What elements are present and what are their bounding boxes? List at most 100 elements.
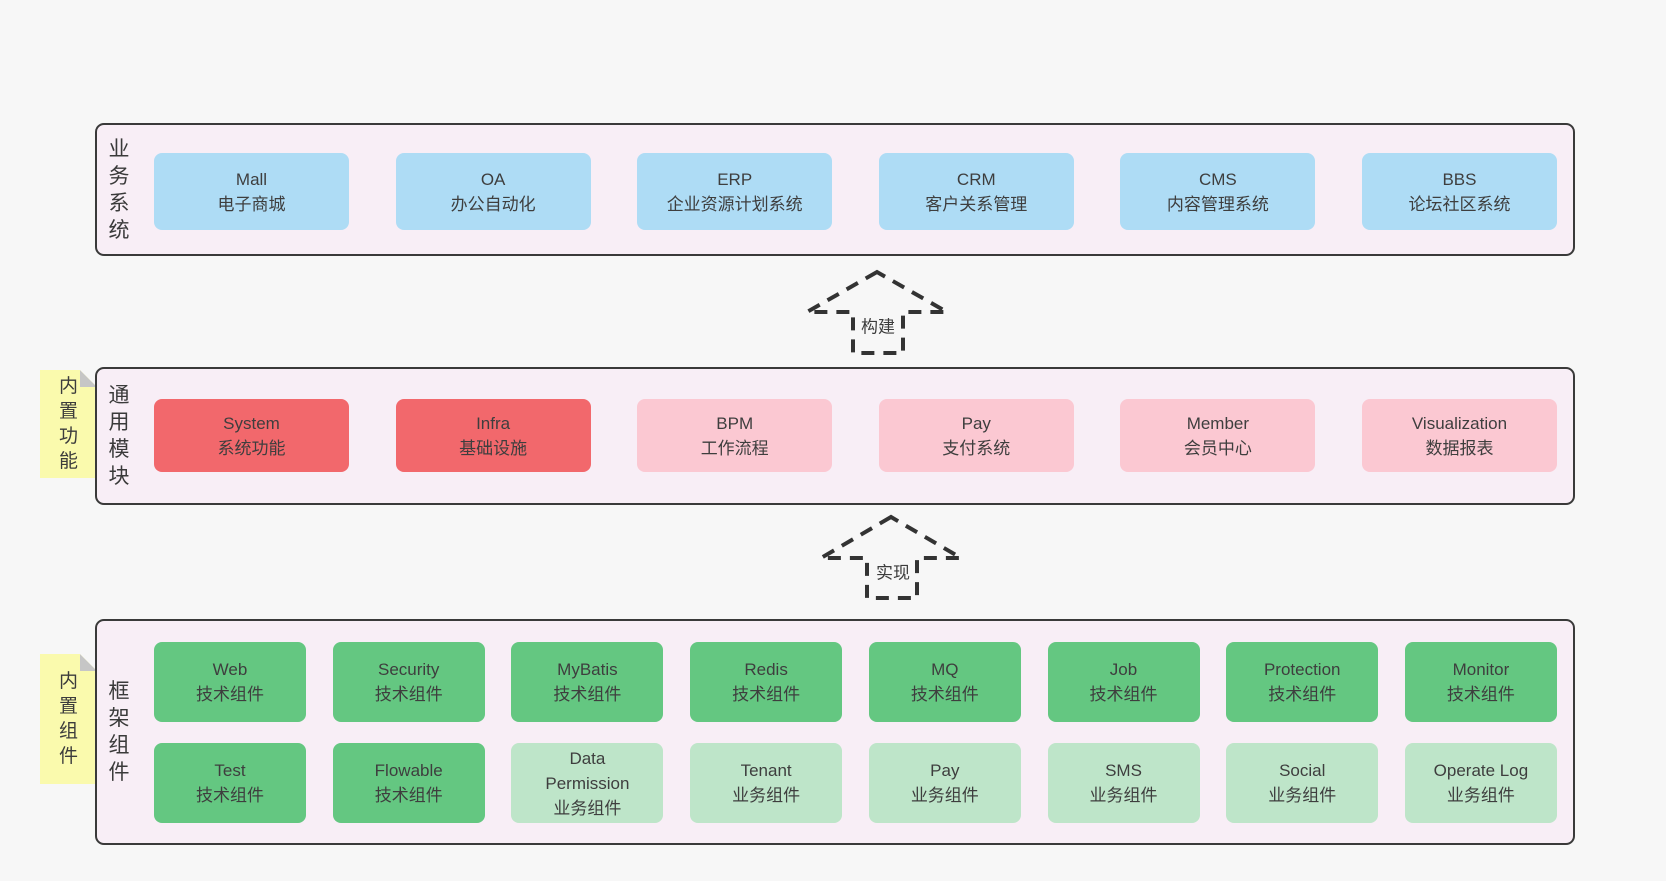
box-flowable: Flowable 技术组件: [332, 743, 485, 823]
box-title: Data Permission: [545, 748, 630, 793]
box-subtitle: 技术组件: [196, 685, 264, 704]
box-bbs: BBS 论坛社区系统: [1361, 153, 1557, 230]
box-oa: OA 办公自动化: [395, 153, 591, 230]
box-subtitle: 技术组件: [196, 786, 264, 805]
box-title: CRM: [956, 169, 996, 189]
box-subtitle: 内容管理系统: [1166, 194, 1269, 214]
box-title: CMS: [1198, 169, 1237, 189]
box-subtitle: 技术组件: [1268, 685, 1337, 704]
box-title: BBS: [1442, 169, 1477, 189]
implement-arrow: 实现: [805, 503, 980, 608]
business-box-row: Mall 电子商城 OA 办公自动化 ERP 企业资源计划系统 CRM 客户关系…: [154, 153, 1557, 230]
box-mq: MQ 技术组件: [868, 642, 1021, 722]
box-title: Member: [1186, 413, 1250, 433]
box-protection: Protection 技术组件: [1226, 642, 1379, 722]
box-tenant: Tenant 业务组件: [690, 743, 843, 823]
panel-common-modules: 通用模块 System 系统功能 Infra 基础设施 BPM 工作流程 Pay…: [95, 367, 1575, 505]
box-cms: CMS 内容管理系统: [1120, 153, 1316, 230]
box-title: Infra: [476, 413, 511, 433]
box-data-permission: Data Permission 业务组件: [511, 743, 664, 823]
box-test: Test 技术组件: [154, 743, 306, 823]
box-subtitle: 电子商城: [217, 194, 286, 214]
box-erp: ERP 企业资源计划系统: [637, 153, 833, 230]
components-box-row-1: Web 技术组件 Security 技术组件 MyBatis 技术组件 Redi…: [154, 642, 1557, 722]
panel-framework-components: 框架组件 Web 技术组件 Security 技术组件 MyBatis 技术组件…: [95, 619, 1575, 845]
box-subtitle: 技术组件: [1446, 685, 1515, 704]
box-subtitle: 业务组件: [1446, 786, 1515, 805]
box-title: Social: [1279, 761, 1326, 780]
box-operate-log: Operate Log 业务组件: [1404, 743, 1557, 823]
build-arrow: 构建: [790, 258, 965, 363]
box-mybatis: MyBatis 技术组件: [511, 642, 664, 722]
box-title: SMS: [1105, 761, 1142, 780]
up-arrow-dashed-icon: [813, 514, 969, 600]
box-subtitle: 技术组件: [732, 685, 801, 704]
box-title: Monitor: [1452, 660, 1510, 679]
box-mall: Mall 电子商城: [154, 153, 349, 230]
box-title: Test: [214, 761, 246, 780]
box-title: Web: [212, 660, 248, 679]
box-title: Mall: [235, 169, 268, 189]
panel-modules-label: 通用模块: [108, 384, 130, 488]
box-title: Job: [1109, 660, 1138, 679]
box-subtitle: 会员中心: [1183, 438, 1252, 458]
box-subtitle: 办公自动化: [450, 194, 536, 214]
box-title: Visualization: [1411, 413, 1508, 433]
box-title: Pay: [961, 413, 991, 433]
box-title: Operate Log: [1433, 761, 1529, 780]
build-arrow-label: 构建: [858, 311, 898, 339]
box-subtitle: 技术组件: [1089, 685, 1158, 704]
box-title: MyBatis: [557, 660, 618, 679]
box-visualization: Visualization 数据报表: [1361, 399, 1557, 472]
box-subtitle: 技术组件: [553, 685, 622, 704]
box-subtitle: 业务组件: [1089, 786, 1158, 805]
box-pay-module: Pay 支付系统: [878, 399, 1074, 472]
box-title: Tenant: [740, 761, 792, 780]
box-subtitle: 论坛社区系统: [1408, 194, 1511, 214]
box-security: Security 技术组件: [332, 642, 485, 722]
box-subtitle: 基础设施: [459, 438, 528, 458]
box-subtitle: 技术组件: [910, 685, 979, 704]
box-title: Redis: [744, 660, 788, 679]
box-subtitle: 工作流程: [700, 438, 769, 458]
panel-business-label: 业务系统: [108, 137, 130, 242]
sticky-note-builtin-features: 内置功能: [40, 370, 97, 478]
box-social: Social 业务组件: [1226, 743, 1379, 823]
box-title: Protection: [1263, 660, 1341, 679]
box-title: System: [223, 413, 280, 433]
box-pay-component: Pay 业务组件: [868, 743, 1021, 823]
box-member: Member 会员中心: [1120, 399, 1316, 472]
box-sms: SMS 业务组件: [1047, 743, 1200, 823]
box-subtitle: 支付系统: [942, 438, 1011, 458]
box-title: OA: [480, 169, 506, 189]
box-web: Web 技术组件: [154, 642, 306, 722]
box-subtitle: 业务组件: [910, 786, 979, 805]
box-subtitle: 企业资源计划系统: [666, 194, 803, 214]
box-subtitle: 业务组件: [732, 786, 801, 805]
box-redis: Redis 技术组件: [690, 642, 843, 722]
up-arrow-dashed-icon: [799, 269, 955, 355]
box-subtitle: 业务组件: [553, 798, 622, 818]
box-infra: Infra 基础设施: [395, 399, 591, 472]
modules-box-row: System 系统功能 Infra 基础设施 BPM 工作流程 Pay 支付系统…: [154, 399, 1557, 472]
panel-business-systems: 业务系统 Mall 电子商城 OA 办公自动化 ERP 企业资源计划系统 CRM…: [95, 123, 1575, 256]
box-title: Security: [377, 660, 440, 679]
box-title: Flowable: [374, 761, 443, 780]
implement-arrow-label: 实现: [873, 557, 913, 585]
box-subtitle: 系统功能: [217, 438, 286, 458]
note-label: 内置组件: [58, 671, 78, 767]
box-title: Pay: [930, 761, 960, 780]
box-subtitle: 客户关系管理: [925, 194, 1028, 214]
sticky-note-builtin-components: 内置组件: [40, 654, 97, 784]
box-title: BPM: [716, 413, 754, 433]
box-subtitle: 技术组件: [374, 786, 443, 805]
box-title: MQ: [931, 660, 959, 679]
panel-components-label: 框架组件: [108, 680, 130, 784]
box-crm: CRM 客户关系管理: [878, 153, 1074, 230]
box-title: ERP: [717, 169, 753, 189]
components-box-row-2: Test 技术组件 Flowable 技术组件 Data Permission …: [154, 743, 1557, 823]
box-subtitle: 业务组件: [1268, 786, 1337, 805]
box-monitor: Monitor 技术组件: [1404, 642, 1557, 722]
box-subtitle: 数据报表: [1425, 438, 1494, 458]
